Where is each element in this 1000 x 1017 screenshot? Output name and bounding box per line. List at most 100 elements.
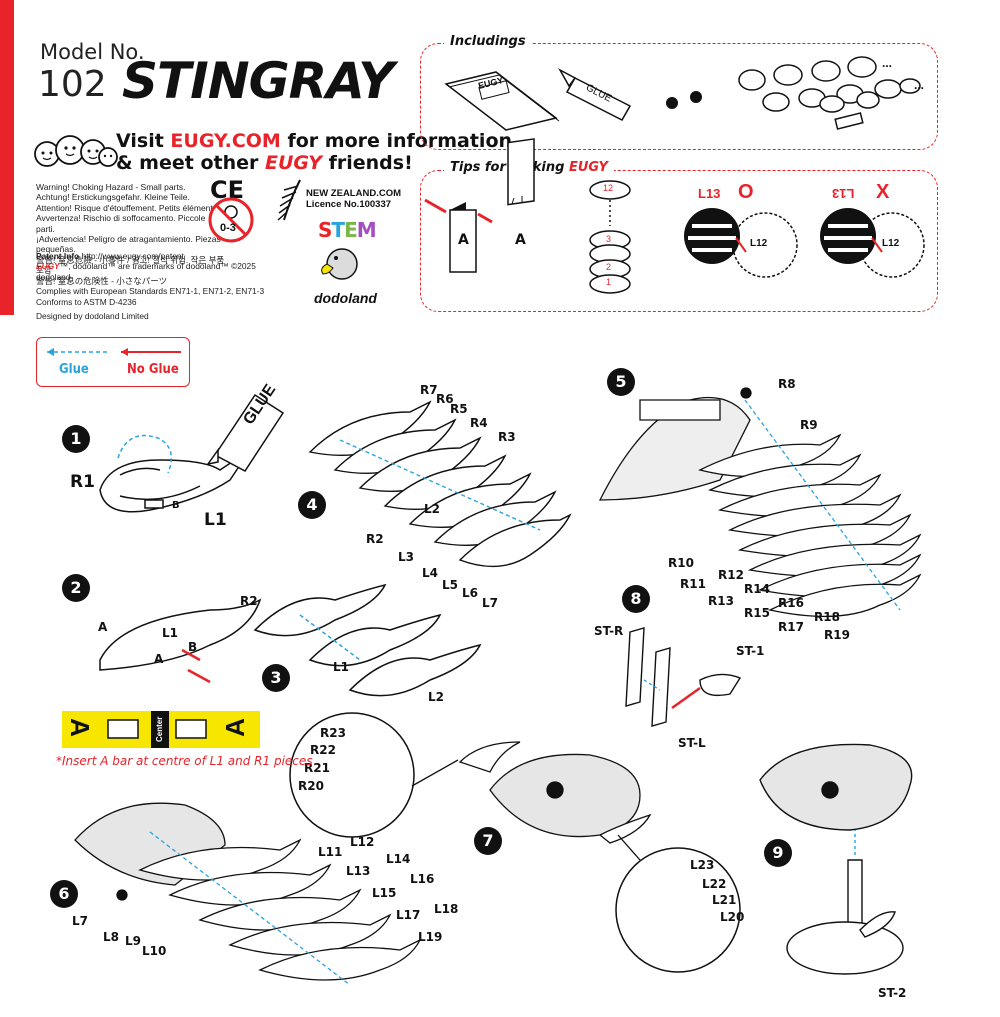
patent-block: Patent Info http://www.eugy.com/patent E… — [36, 251, 276, 321]
part-R9: R9 — [800, 418, 818, 432]
trademark-text: ™, dodoland™ are trademarks of dodoland™… — [36, 261, 256, 282]
a-bar-right-letter: A — [219, 718, 250, 737]
step-number-3: 3 — [262, 664, 290, 692]
part-L23: L23 — [690, 858, 715, 872]
part-R6: R6 — [436, 392, 454, 406]
part-L15: L15 — [372, 886, 397, 900]
part-A-top: A — [98, 620, 108, 634]
promo-visit: Visit — [116, 130, 164, 152]
part-L8: L8 — [103, 930, 119, 944]
part-L11: L11 — [318, 845, 343, 859]
tip-card-letter-1: A — [458, 232, 469, 248]
part-L7-step6: L7 — [72, 914, 88, 928]
step-number-8: 8 — [622, 585, 650, 613]
part-L2: L2 — [424, 502, 440, 516]
nz-line-1: NEW ZEALAND.COM — [306, 188, 401, 199]
promo-brand-logo: EUGY — [265, 152, 322, 174]
tips-box — [420, 170, 938, 312]
model-name: STINGRAY — [122, 52, 394, 110]
correct-mark: O — [738, 181, 754, 203]
part-L21: L21 — [712, 893, 737, 907]
ellipsis-1: ... — [882, 56, 893, 70]
tip-part-bottom-2: L12 — [882, 238, 900, 249]
part-L12: L12 — [350, 835, 375, 849]
part-L17: L17 — [396, 908, 421, 922]
part-R20: R20 — [298, 779, 324, 793]
step-6-illustration — [74, 802, 422, 986]
part-R15: R15 — [744, 606, 770, 620]
compliance-2: Conforms to ASTM D-4236 — [36, 296, 137, 307]
part-L5: L5 — [442, 578, 458, 592]
part-L1-step2: L1 — [162, 626, 178, 640]
part-R16: R16 — [778, 596, 804, 610]
warning-line: Achtung! Erstickungsgefahr. Kleine Teile… — [36, 192, 190, 203]
step-number-7: 7 — [474, 827, 502, 855]
model-number: 102 — [38, 64, 107, 105]
warning-line: ¡Advertencia! Peligro de atragantamiento… — [36, 234, 221, 255]
part-L14: L14 — [386, 852, 411, 866]
stack-num-3: 3 — [606, 234, 612, 244]
part-R3: R3 — [498, 430, 516, 444]
warning-line: Avvertenza! Rischio di soffocamento. Pic… — [36, 213, 206, 234]
patent-label: Patent Info — [36, 251, 80, 261]
part-L9: L9 — [125, 934, 141, 948]
part-ST-2: ST-2 — [878, 986, 907, 1000]
promo-friends: friends! — [328, 152, 413, 174]
trademark-brand: EUGY — [36, 261, 60, 272]
step-number-1: 1 — [62, 425, 90, 453]
designed-by: Designed by dodoland Limited — [36, 311, 149, 322]
promo-meet: & meet other — [116, 152, 259, 174]
tips-title-text: Tips for making — [450, 160, 565, 175]
part-R17: R17 — [778, 620, 804, 634]
wrong-mark: X — [876, 181, 890, 203]
part-B: B — [172, 500, 180, 511]
age-badge-text: 0-3 — [220, 222, 236, 234]
patent-url[interactable]: http://www.eugy.com/patent — [81, 251, 184, 261]
warnings-block: Warning! Choking Hazard - Small parts. A… — [36, 182, 226, 286]
part-R21: R21 — [304, 761, 330, 775]
tip-card-letter-2: A — [515, 232, 526, 248]
tips-title: Tips for making EUGY — [444, 160, 614, 175]
step-number-5: 5 — [607, 368, 635, 396]
part-ST-1: ST-1 — [736, 644, 765, 658]
step-4-illustration — [308, 400, 572, 568]
warning-line: 警告! 窒息の危険性 - 小さなパーツ — [36, 275, 168, 286]
part-R2: R2 — [366, 532, 384, 546]
part-R19: R19 — [824, 628, 850, 642]
part-B-step2: B — [188, 640, 198, 654]
part-ST-L: ST-L — [678, 736, 706, 750]
glue-legend: Glue No Glue — [36, 337, 190, 387]
part-R4: R4 — [470, 416, 488, 430]
warning-line: 警告! 窒息危險 - 小零件 / 경고! 질식 위험. 작은 부품 포함 — [36, 254, 225, 276]
ce-mark: CE — [210, 176, 245, 204]
part-L16: L16 — [410, 872, 435, 886]
compliance-1: Complies with European Standards EN71-1,… — [36, 286, 265, 297]
step-number-9: 9 — [764, 839, 792, 867]
legend-glue-label: Glue — [59, 362, 89, 377]
glue-tube-label-step1: GLUE — [240, 381, 280, 428]
part-R11: R11 — [680, 577, 706, 591]
legend-no-glue-label: No Glue — [127, 362, 179, 377]
part-A-bottom: A — [154, 652, 164, 666]
a-bar-left-letter: A — [64, 718, 95, 737]
promo-text: Visit EUGY.COM for more information & me… — [116, 130, 512, 174]
includings-box — [420, 43, 938, 150]
a-bar-note: *Insert A bar at centre of L1 and R1 pie… — [56, 754, 313, 768]
red-side-bar — [0, 0, 14, 315]
promo-for-more: for more information — [287, 130, 513, 152]
part-L19: L19 — [418, 930, 443, 944]
ellipsis-2: ... — [914, 78, 925, 92]
tip-part-bottom-1: L12 — [750, 238, 768, 249]
nz-line-2: Licence No.100337 — [306, 199, 392, 210]
part-R8: R8 — [778, 377, 796, 391]
part-R10: R10 — [668, 556, 694, 570]
part-L18: L18 — [434, 902, 459, 916]
step-8-illustration — [625, 627, 742, 727]
step-number-2: 2 — [62, 574, 90, 602]
promo-site-link[interactable]: EUGY.COM — [170, 130, 281, 152]
tip-part-top: L13 — [698, 186, 721, 201]
part-L1-step3: L1 — [333, 660, 349, 674]
part-L10: L10 — [142, 944, 167, 958]
a-bar-center-tag: Center — [151, 711, 169, 748]
part-R14: R14 — [744, 582, 770, 596]
